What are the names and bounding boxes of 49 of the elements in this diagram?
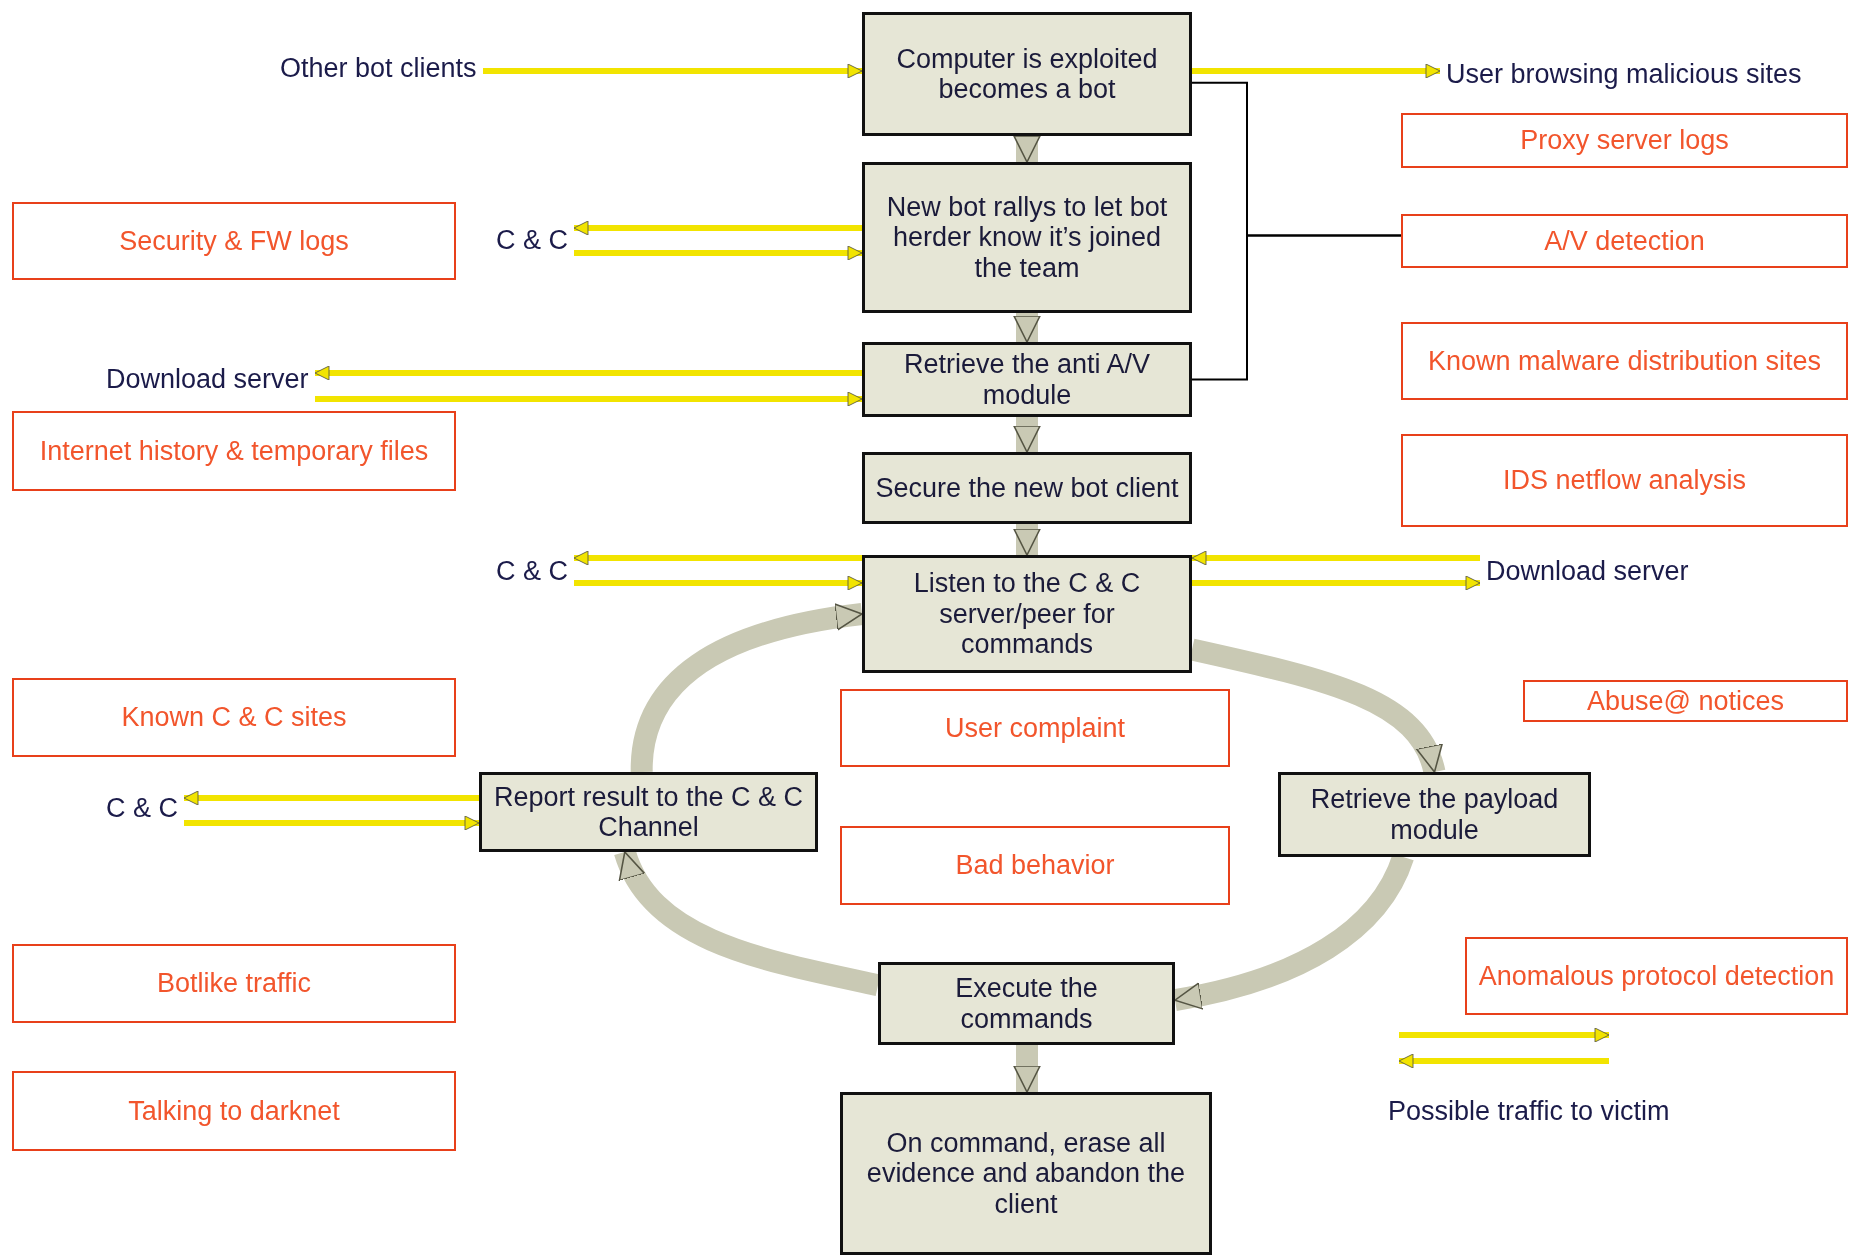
text-label: C & C — [490, 218, 574, 263]
arrow — [1192, 575, 1481, 591]
connector-line — [1191, 234, 1402, 381]
evidence-box: Abuse@ notices — [1523, 680, 1848, 722]
process-box: On command, erase all evidence and abandon the client — [840, 1092, 1212, 1255]
process-box: Secure the new bot client — [862, 452, 1192, 524]
text-label: Other bot clients — [274, 48, 483, 88]
evidence-box: Anomalous protocol detection — [1465, 937, 1848, 1015]
arrow — [483, 63, 863, 79]
evidence-box: Known C & C sites — [12, 678, 456, 757]
evidence-box: Botlike traffic — [12, 944, 456, 1023]
arrow — [184, 815, 480, 831]
evidence-box: Proxy server logs — [1401, 113, 1848, 168]
evidence-box: Known malware distribution sites — [1401, 322, 1848, 400]
arrow — [314, 365, 862, 381]
text-label: Download server — [100, 355, 315, 403]
arrow — [574, 575, 863, 591]
process-box: Retrieve the anti A/V module — [862, 342, 1192, 417]
evidence-box: Talking to darknet — [12, 1071, 456, 1151]
process-box: Computer is exploited becomes a bot — [862, 12, 1192, 136]
arrow — [574, 245, 863, 261]
arrow — [573, 220, 862, 236]
evidence-box: User complaint — [840, 689, 1230, 767]
text-label: Download server — [1480, 549, 1695, 594]
caption-text: Possible traffic to victim — [1388, 1096, 1670, 1127]
block-arrow — [630, 603, 864, 773]
arrow — [315, 391, 863, 407]
evidence-box: Internet history & temporary files — [12, 411, 456, 491]
block-arrow — [1013, 417, 1041, 453]
block-arrow — [1013, 313, 1041, 343]
text-label: C & C — [490, 549, 574, 594]
block-arrow — [1013, 135, 1041, 163]
block-arrow — [1013, 1045, 1041, 1093]
text-label: User browsing malicious sites — [1440, 38, 1808, 110]
process-box: Report result to the C & C Channel — [479, 772, 818, 852]
evidence-box: IDS netflow analysis — [1401, 434, 1848, 527]
text-label: C & C — [100, 786, 184, 831]
evidence-box: Bad behavior — [840, 826, 1230, 905]
block-arrow — [1013, 524, 1041, 556]
arrow — [1191, 550, 1480, 566]
process-box: Listen to the C & C server/peer for commands — [862, 555, 1192, 673]
process-box: Execute the commands — [878, 962, 1175, 1045]
process-box: Retrieve the payload module — [1278, 772, 1591, 857]
arrow — [183, 790, 479, 806]
process-box: New bot rallys to let bot herder know it’s joined the team — [862, 162, 1192, 313]
arrow — [1192, 63, 1441, 79]
evidence-box: Security & FW logs — [12, 202, 456, 280]
evidence-box: A/V detection — [1401, 214, 1848, 268]
arrow — [573, 550, 862, 566]
